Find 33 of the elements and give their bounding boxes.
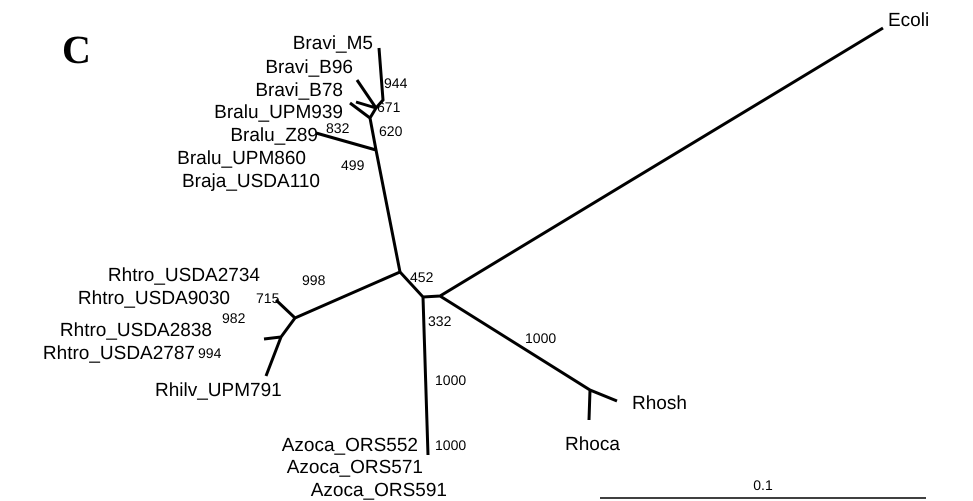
bootstrap-value: 620	[379, 124, 402, 138]
taxon-name: Rhtro_USDA2734	[108, 266, 260, 285]
bootstrap-value: 982	[222, 311, 246, 325]
bootstrap-value: 832	[326, 121, 350, 135]
taxon-name: Rhosh	[632, 394, 687, 413]
scale-bar-label: 0.1	[753, 478, 773, 492]
taxon-name: Azoca_ORS591	[310, 481, 447, 500]
taxon-name: Bralu_UPM860	[177, 149, 306, 168]
taxon-name: Rhtro_USDA9030	[78, 289, 230, 308]
bootstrap-value: 332	[428, 314, 452, 328]
taxon-name: Azoca_ORS552	[282, 436, 418, 455]
taxon-name: Braja_USDA110	[182, 172, 320, 191]
bootstrap-value: 944	[384, 76, 408, 90]
taxon-name: Rhoca	[565, 435, 620, 454]
taxon-name: Ecoli	[888, 11, 930, 30]
taxon-name: Bravi_B96	[265, 58, 353, 77]
taxon-name: Rhilv_UPM791	[155, 381, 282, 400]
panel-letter: C	[62, 30, 91, 70]
bootstrap-value: 998	[302, 273, 326, 287]
taxon-name: Bravi_B78	[255, 81, 343, 100]
bootstrap-value: 452	[410, 270, 434, 284]
taxon-name: Rhtro_USDA2787	[42, 344, 195, 363]
taxon-name: Bralu_Z89	[230, 126, 318, 145]
taxon-name: Bravi_M5	[292, 34, 373, 53]
taxon-name: Bralu_UPM939	[214, 103, 343, 122]
bootstrap-value: 1000	[435, 438, 466, 452]
bootstrap-value: 1000	[525, 331, 556, 345]
bootstrap-value: 1000	[435, 373, 466, 387]
bootstrap-value: 715	[256, 291, 280, 305]
taxon-name: Azoca_ORS571	[286, 458, 423, 477]
taxon-name: Rhtro_USDA2838	[60, 321, 212, 340]
bootstrap-value: 994	[198, 346, 222, 360]
bootstrap-value: 499	[341, 158, 364, 172]
